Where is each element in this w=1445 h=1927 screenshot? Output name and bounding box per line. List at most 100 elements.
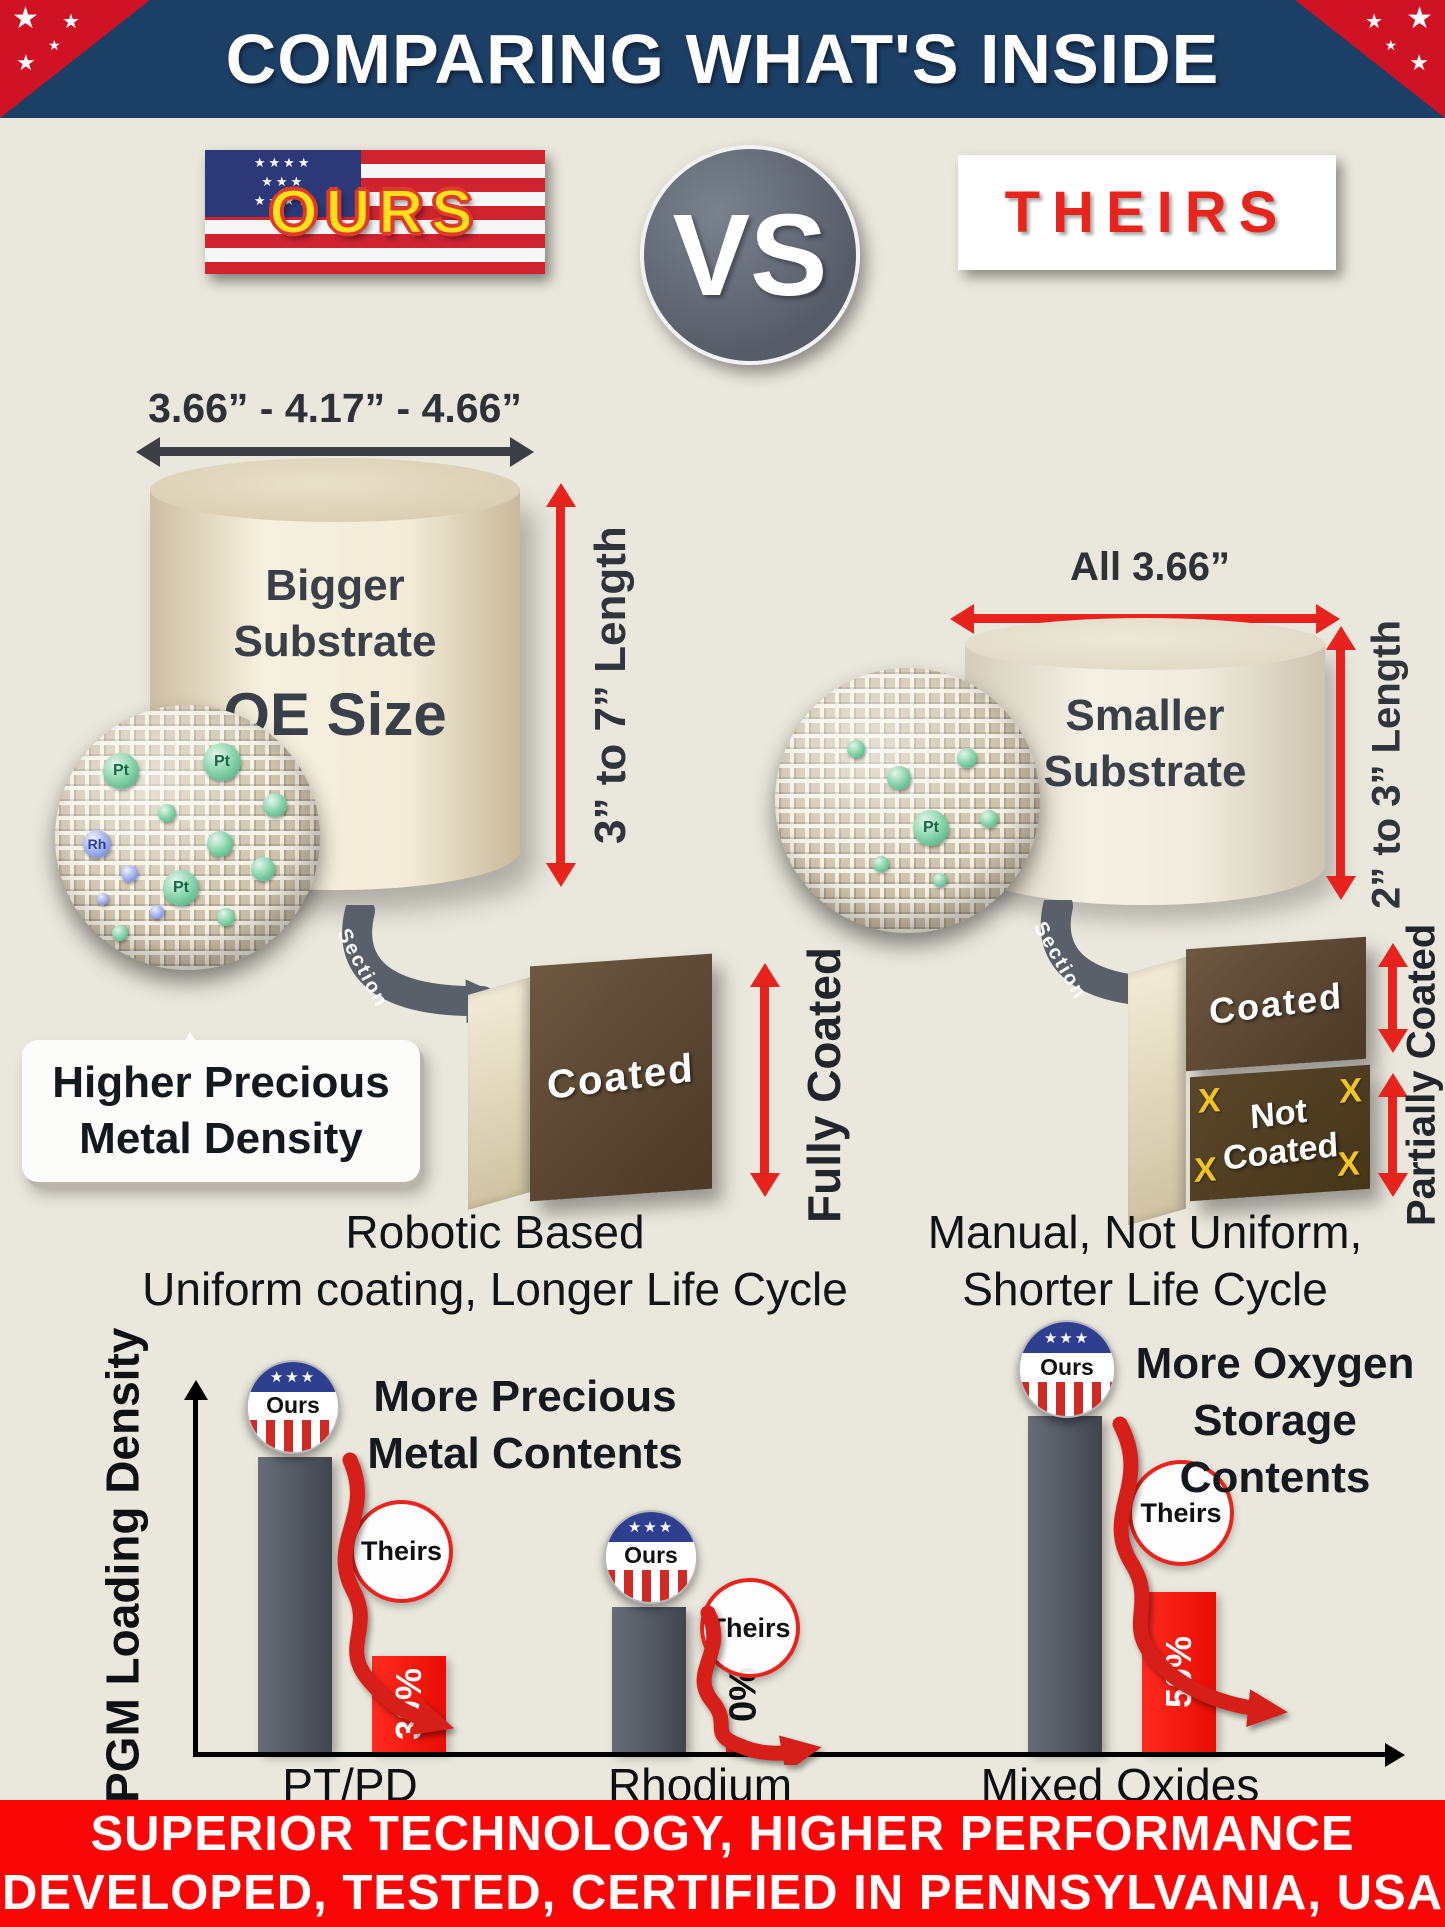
annotation-oxygen: More Oxygen Storage Contents [1105,1335,1445,1506]
flag-stripes [248,1419,338,1452]
star-icon: ★ [16,50,36,75]
metal-particle [263,793,287,817]
theirs-coated-block: Coated X X X X Not Coated [1128,935,1388,1226]
pt-particle: Pt [103,753,139,789]
metal-particle [887,766,911,790]
pt-particle: Pt [163,870,199,906]
theirs-summary-line1: Manual, Not Uniform, [927,1206,1363,1258]
metal-particle [150,905,164,919]
star-icon: ★★★★ [253,193,313,208]
metal-particle [873,856,889,872]
theirs-circle-label: Theirs [1140,1497,1222,1528]
block-front-face: Coated [530,953,712,1202]
coated-label: Coated [1207,974,1344,1033]
star-icon: ★ [1365,11,1383,33]
metal-particle [217,908,235,926]
theirs-magnifier: Pt [775,668,1040,933]
chart-y-axis-label: PGM Loading Density [96,1327,149,1803]
vs-label: VS [672,190,828,320]
theirs-circle-mixed-oxides: Theirs [1128,1460,1234,1566]
partially-coated-arrow-top [1388,965,1397,1031]
metal-particle [847,740,865,758]
star-icon: ★ [12,2,39,35]
ours-diameter-label: 3.66” - 4.17” - 4.66” [148,385,522,431]
metal-particle [251,857,275,881]
ours-length-label: 3” to 7” Length [586,526,635,844]
star-icon: ★★★ [1020,1322,1114,1354]
theirs-label: THEIRS [1004,180,1290,245]
ours-summary-line2: Uniform coating, Longer Life Cycle [142,1263,848,1315]
star-icon: ★★★ [606,1512,696,1542]
star-icon: ★ [1406,2,1433,35]
metal-particle [933,873,947,887]
theirs-circle-label: Theirs [709,1612,791,1643]
ours-badge-label: Ours [248,1391,338,1420]
ours-badge-ptpd: ★★★ Ours [246,1360,340,1454]
star-icon: ★★★ [248,1362,338,1392]
theirs-length-label: 2” to 3” Length [1364,620,1409,910]
ours-substrate-line1: Bigger [265,561,405,610]
block-coated-face: Coated [1186,936,1366,1072]
theirs-substrate-line1: Smaller [1065,691,1225,740]
pt-particle: Pt [203,743,241,781]
ours-coated-block: Coated [468,950,768,1210]
ours-badge-label: Ours [1020,1353,1114,1383]
partially-coated-label: Partially Coated [1399,923,1444,1227]
theirs-summary-line2: Shorter Life Cycle [962,1263,1328,1315]
fully-coated-arrow [760,985,769,1175]
annotation-oxygen-line2: Storage Contents [1179,1396,1371,1502]
theirs-circle-ptpd: Theirs [350,1500,453,1603]
x-mark: X [1198,1081,1221,1121]
trend-arrow-icon [1112,1416,1288,1728]
theirs-substrate-line2: Substrate [1043,747,1247,796]
coated-label: Coated [546,1046,696,1108]
ours-label: OURS [268,177,481,248]
bar-ours-ptpd [258,1457,332,1752]
density-callout-line2: Metal Density [79,1114,363,1163]
star-icon: ★ [1409,50,1429,75]
star-icon: ★ [1384,37,1397,53]
ours-magnifier: Pt Pt Pt Rh [55,705,320,970]
metal-particle [97,893,109,905]
bar-ours-rhodium [612,1607,686,1752]
metal-particle [112,925,128,941]
x-mark: X [1339,1071,1362,1111]
density-callout: Higher Precious Metal Density [22,1032,420,1182]
y-axis [193,1400,198,1752]
metal-particle [158,804,176,822]
cylinder-top [965,618,1325,670]
theirs-diameter-label: All 3.66” [1069,545,1231,589]
metal-particle [121,865,138,882]
metal-particle [207,831,233,857]
flag-stripes [1020,1382,1114,1416]
ours-substrate-line2: Substrate [233,617,437,666]
fully-coated-label: Fully Coated [798,946,850,1224]
ours-badge-mixed-oxides: ★★★ Ours [1018,1320,1116,1418]
annotation-precious-line2: Metal Contents [367,1429,683,1478]
theirs-circle-label: Theirs [360,1536,443,1566]
footer-banner: SUPERIOR TECHNOLOGY, HIGHER PERFORMANCE … [0,1800,1445,1927]
section-arrow-icon [342,905,512,1024]
bar-ours-mixed-oxides [1028,1416,1102,1752]
partially-coated-arrow-bottom [1388,1095,1397,1175]
ours-flag-badge: ★★★★★★★★★★★ OURS [205,150,545,274]
x-mark: X [1194,1150,1217,1191]
ours-summary-line1: Robotic Based [345,1206,645,1258]
header-banner: ★ ★ ★ ★ ★ ★ ★ ★ COMPARING WHAT'S INSIDE [0,0,1445,118]
pt-particle: Pt [913,810,949,846]
annotation-precious: More Precious Metal Contents [350,1368,700,1482]
ours-badge-rhodium: ★★★ Ours [604,1510,698,1604]
star-icon: ★ [48,37,61,53]
annotation-precious-line1: More Precious [373,1372,677,1421]
star-icon: ★ [62,11,80,33]
block-side-face [468,977,530,1210]
rh-particle: Rh [83,830,111,858]
ours-length-arrow [556,505,565,865]
block-side-face [1128,956,1186,1226]
theirs-length-arrow [1336,648,1345,878]
flag-canton: ★★★★★★★★★★★ [205,150,362,217]
ours-badge-label: Ours [606,1541,696,1570]
cylinder-top [150,458,520,522]
trend-arrow-icon [696,1605,822,1765]
x-mark: X [1337,1144,1360,1184]
